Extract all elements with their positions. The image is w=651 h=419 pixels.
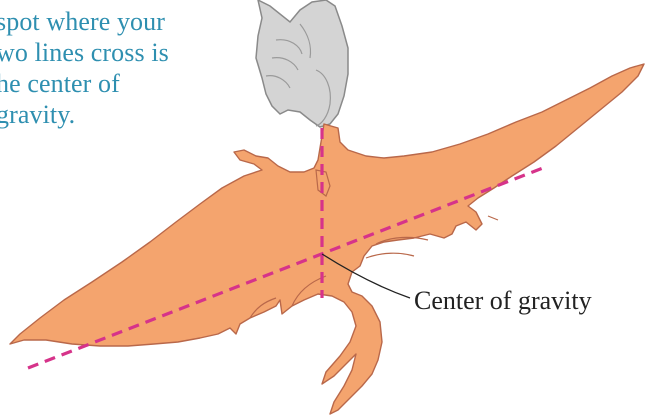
- caption-line-1: spot where your: [0, 6, 246, 37]
- caption-line-3: he center of: [0, 68, 246, 99]
- hand-shape: [256, 0, 348, 127]
- caption-line-2: wo lines cross is: [0, 37, 246, 68]
- hand-icon: [256, 0, 348, 127]
- caption-line-4: gravity.: [0, 99, 246, 130]
- center-of-gravity-label: Center of gravity: [414, 286, 592, 316]
- caption-text: spot where your wo lines cross is he cen…: [0, 6, 246, 130]
